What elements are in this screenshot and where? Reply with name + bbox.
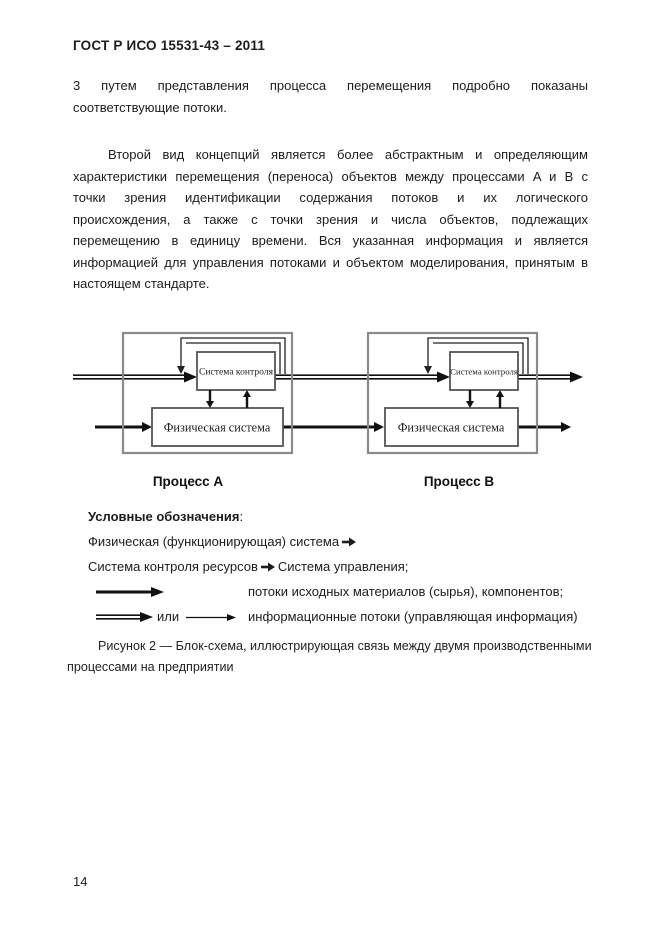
or-label: или [157, 609, 180, 624]
text-line: характеристики перемещения (переноса) об… [73, 168, 588, 184]
information-flow-lines [73, 374, 572, 380]
text-line: 3 путем представления процесса перемещен… [73, 78, 588, 93]
information-flow-arrowheads [184, 371, 583, 383]
process-b-internal-arrows [468, 390, 502, 408]
legend-line-physical: Физическая (функционирующая) система [88, 529, 600, 554]
process-b-label: Процесс B [424, 474, 495, 489]
legend-title-line: Условные обозначения: [88, 504, 600, 529]
legend-control-text-before: Система контроля ресурсов [88, 559, 258, 574]
figure-caption: Рисунок 2 — Блок-схема, иллюстрирующая с… [67, 636, 597, 678]
page-number: 14 [73, 874, 88, 889]
legend-flow-material: потоки исходных материалов (сырья), комп… [88, 579, 600, 604]
text-line: настоящем стандарте. [73, 276, 210, 291]
process-b-outer-box [366, 331, 539, 455]
control-system-label-a: Система контроля [199, 367, 274, 378]
control-system-box-a [196, 351, 276, 391]
legend-title-colon: : [239, 509, 244, 524]
information-flow-label: информационные потоки (управляющая инфор… [248, 609, 578, 624]
control-system-box-b [449, 351, 519, 391]
process-a-internal-arrows [208, 390, 249, 408]
legend-title: Условные обозначения [88, 509, 240, 524]
text-line: соответствующие потоки. [73, 99, 227, 115]
process-a-outer-box [121, 331, 294, 455]
physical-system-box-b [384, 407, 519, 447]
text-line: Второй вид концепций является более абст… [108, 147, 588, 162]
physical-system-box-a [151, 407, 284, 447]
paragraph-1: 3 путем представления процесса перемещен… [73, 75, 588, 118]
process-a-feedback-loop [180, 337, 286, 374]
process-a-internal-arrowheads [206, 390, 251, 408]
caption-line: Рисунок 2 — Блок-схема, иллюстрирующая с… [98, 639, 592, 653]
text-line: перемещению в единицу времени. Вся указа… [73, 233, 588, 248]
thin-arrow-icon [186, 613, 236, 621]
legend-control-text-after: Система управления; [277, 559, 409, 574]
control-system-label-b: Система контроля [450, 367, 518, 377]
legend-line-control: Система контроля ресурсов Система управле… [88, 554, 600, 579]
process-a-label: Процесс A [153, 474, 224, 489]
text-line: происхождения, а также с точки зрения и … [73, 211, 588, 227]
process-b: Система контроля Физическая система Проц… [366, 331, 539, 489]
process-a-feedback-arrowhead [177, 366, 185, 374]
process-b-internal-arrowheads [466, 390, 504, 408]
physical-system-label-a: Физическая система [164, 421, 271, 435]
document-header: ГОСТ Р ИСО 15531-43 – 2011 [73, 38, 266, 53]
material-flow-arrow-icon [96, 587, 164, 597]
text-line: точки зрения идентификации содержания по… [73, 190, 588, 205]
process-b-feedback-loop [427, 337, 529, 374]
material-flow-label: потоки исходных материалов (сырья), комп… [248, 584, 564, 599]
information-flow-arrow-icon [96, 612, 153, 622]
text-line: информацией для управления потоками и об… [73, 254, 588, 270]
process-b-feedback-arrowhead [424, 366, 432, 374]
heavy-right-arrow-icon [260, 562, 275, 572]
paragraph-2: Второй вид концепций является более абст… [73, 144, 588, 295]
material-flow-arrowheads [142, 422, 571, 432]
physical-system-label-b: Физическая система [398, 421, 505, 435]
legend-flow-information: или информационные потоки (управляющая и… [88, 604, 600, 629]
legend-physical-text: Физическая (функционирующая) система [88, 534, 340, 549]
legend: Условные обозначения: Физическая (функци… [88, 504, 600, 629]
process-a: Система контроля Физическая система Проц… [121, 331, 294, 489]
caption-line: процессами на предприятии [67, 660, 234, 674]
heavy-right-arrow-icon [342, 537, 357, 547]
